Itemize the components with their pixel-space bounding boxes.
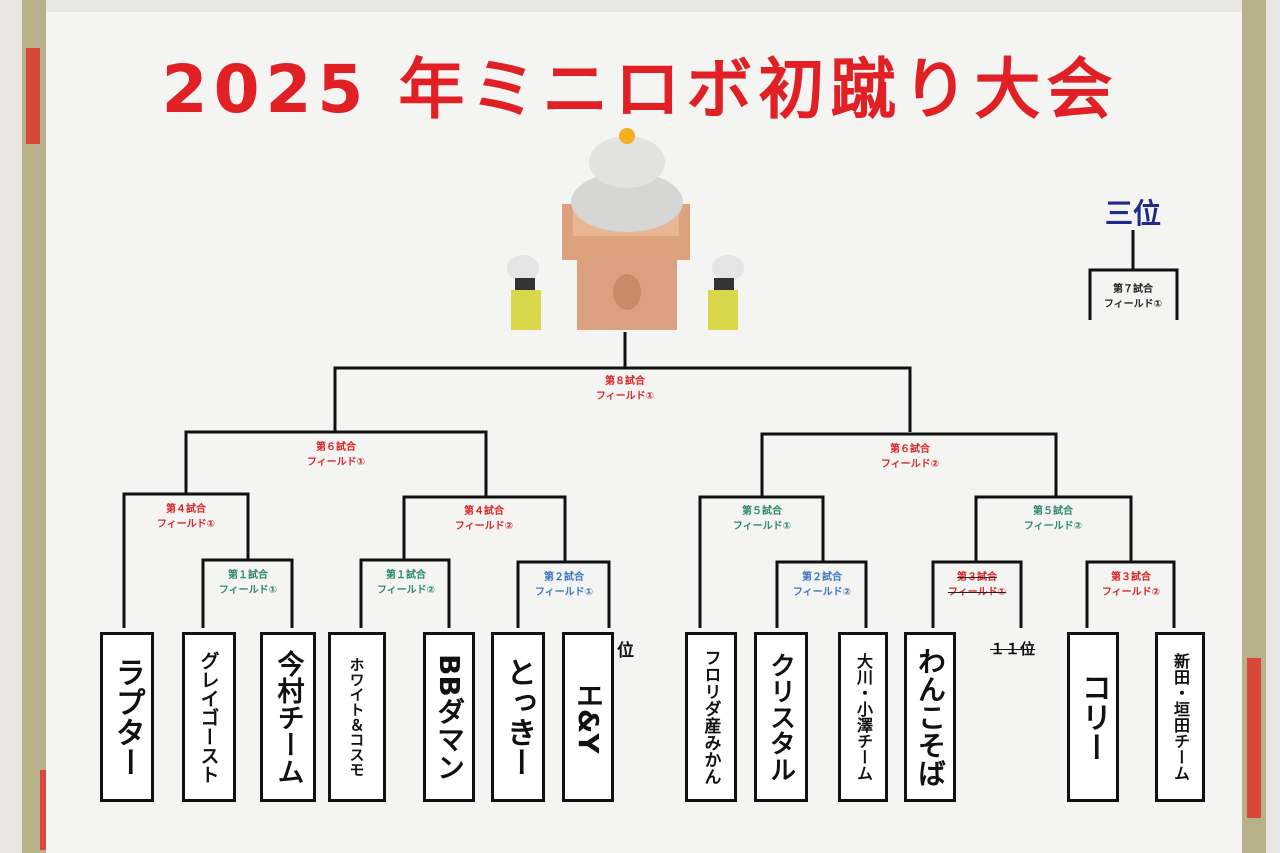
match-4-field2-header: 第４試合フィールド②	[454, 506, 514, 532]
match-6-field2-header: 第６試合フィールド②	[880, 444, 940, 470]
team-card-florida-mikan: フロリダ産みかん	[685, 632, 737, 802]
team-card-e-and-y: エ&Y	[562, 632, 614, 802]
struck-rank-label: １１位	[990, 640, 1036, 658]
team-card-okawa-ozawa: 大川・小澤チーム	[838, 632, 888, 802]
match-4-field1-header: 第４試合フィールド①	[156, 504, 216, 530]
robot-figure-left	[507, 255, 541, 330]
mochi-lower	[571, 172, 683, 232]
team-card-crystal: クリスタル	[754, 632, 808, 802]
poster-title: 2025 年ミニロボ初蹴り大会	[161, 51, 1119, 128]
match-5-field1-header: 第５試合フィールド①	[732, 506, 792, 532]
team-card-raptor: ラプター	[100, 632, 154, 802]
team-card-white-cosmo: ホワイト＆コスモ	[328, 632, 386, 802]
team-card-nitta-kakita: 新田・垣田チーム	[1155, 632, 1205, 802]
match-2-field1-header: 第２試合フィールド①	[534, 572, 594, 598]
match-1-field1-header: 第１試合フィールド①	[218, 570, 278, 596]
team-card-tokki: とっきー	[491, 632, 545, 802]
left-pole-sticker-top	[26, 48, 40, 144]
match-2-field2-header: 第２試合フィールド②	[792, 572, 852, 598]
robot-figure-right	[708, 255, 744, 330]
right-pole-sticker	[1247, 658, 1261, 818]
team-card-imamura: 今村チーム	[260, 632, 316, 802]
left-pole	[22, 0, 54, 853]
match-7-header: 第７試合フィールド①	[1103, 284, 1163, 310]
right-pole	[1242, 0, 1266, 853]
match-3-field2-header: 第３試合フィールド②	[1101, 572, 1161, 598]
match-1-field2-header: 第１試合フィールド②	[376, 570, 436, 596]
rank-fragment-label: 位	[617, 641, 634, 661]
team-card-wanko-soba: わんこそば	[904, 632, 956, 802]
match-5-field2-header: 第５試合フィールド②	[1023, 506, 1083, 532]
mochi-upper	[589, 136, 665, 188]
team-card-bb-daman: BBダマン	[423, 632, 475, 802]
daidai-orange-icon	[619, 128, 635, 144]
team-card-gray-ghost: グレイゴースト	[182, 632, 236, 802]
team-card-collie: コリー	[1067, 632, 1119, 802]
match-3-field1-header-struck: 第３試合フィールド①	[947, 572, 1007, 598]
match-8-header: 第８試合フィールド①	[595, 376, 655, 402]
third-place-heading: 三位	[1104, 197, 1161, 230]
match-6-field1-header: 第６試合フィールド①	[306, 442, 366, 468]
